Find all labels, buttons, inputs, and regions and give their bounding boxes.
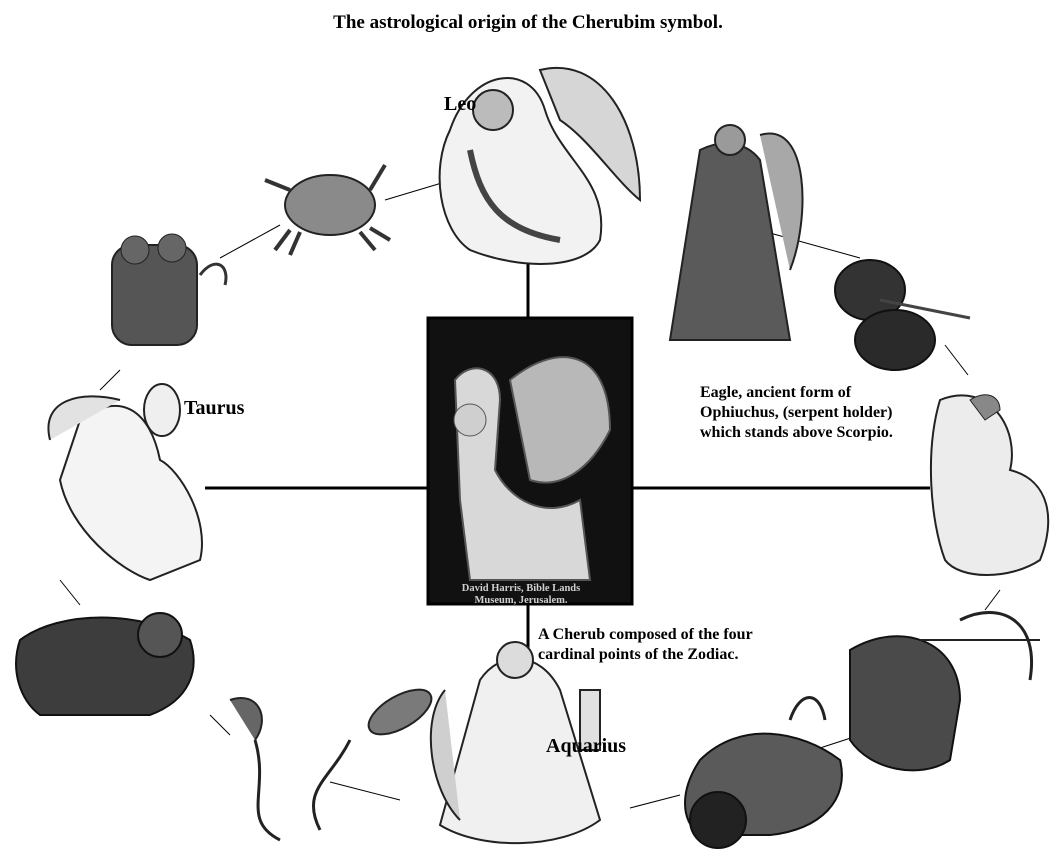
eagle-caption-line1: Eagle, ancient form of xyxy=(700,383,893,403)
gemini-twins-figure xyxy=(112,234,226,345)
leo-cancer-connector xyxy=(385,182,445,200)
eagle-sagittarius-connector xyxy=(985,590,1000,610)
aquarius-fish-connector xyxy=(330,782,400,800)
capricorn-goat-figure xyxy=(685,698,842,849)
pisces-aries-connector xyxy=(210,715,230,735)
cherub-sphinx-figure xyxy=(428,318,632,604)
sagittarius-figure xyxy=(850,613,1040,771)
eagle-caption-line2: Ophiuchus, (serpent holder) xyxy=(700,403,893,423)
capricorn-aquarius-connector xyxy=(630,795,680,808)
aquarius-label: Aquarius xyxy=(546,734,626,759)
museum-credit: David Harris, Bible Lands Museum, Jerusa… xyxy=(436,583,606,606)
libra-eagle-connector xyxy=(945,345,968,375)
aries-ram-figure xyxy=(16,613,280,840)
cherub-caption: A Cherub composed of the four cardinal p… xyxy=(538,625,753,665)
taurus-aries-connector xyxy=(60,580,80,605)
pisces-fish-figure xyxy=(313,681,438,830)
museum-credit-line1: David Harris, Bible Lands xyxy=(436,583,606,595)
cancer-gemini-connector xyxy=(220,225,280,258)
eagle-figure xyxy=(931,395,1048,575)
gemini-taurus-connector xyxy=(100,370,120,390)
cherub-caption-line2: cardinal points of the Zodiac. xyxy=(538,645,753,665)
eagle-caption-line3: which stands above Scorpio. xyxy=(700,423,893,443)
leo-label: Leo xyxy=(444,92,476,117)
cherub-caption-line1: A Cherub composed of the four xyxy=(538,625,753,645)
eagle-caption: Eagle, ancient form of Ophiuchus, (serpe… xyxy=(700,383,893,443)
libra-scales-figure xyxy=(835,260,970,370)
virgo-figure xyxy=(670,125,802,340)
taurus-label: Taurus xyxy=(184,396,244,421)
museum-credit-line2: Museum, Jerusalem. xyxy=(436,595,606,607)
cancer-crab-figure xyxy=(265,165,390,255)
taurus-figure xyxy=(48,384,202,580)
